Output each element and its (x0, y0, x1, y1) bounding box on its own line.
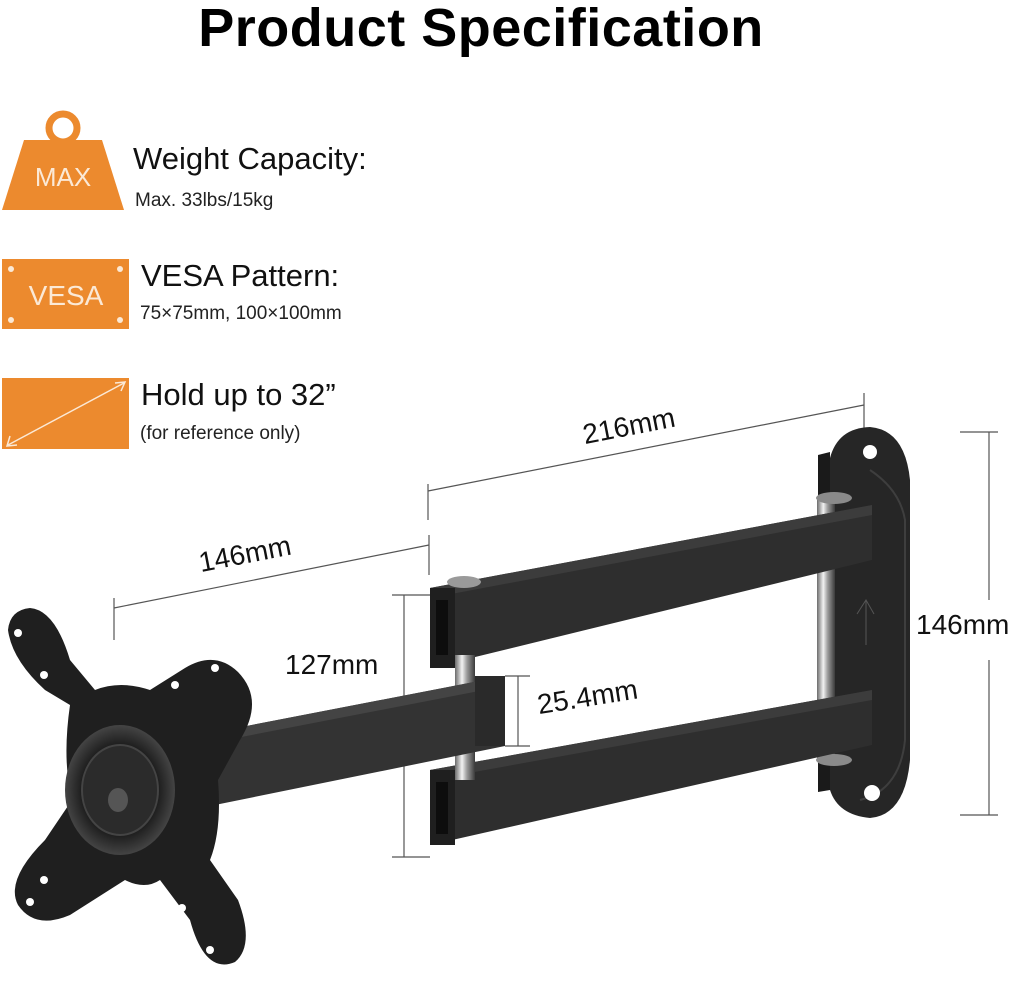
weight-capacity-heading: Weight Capacity: (133, 141, 367, 176)
screen-size-note: (for reference only) (140, 423, 301, 444)
wall-plate (818, 427, 910, 818)
spec-weight-capacity: MAX Weight Capacity: Max. 33lbs/15kg (0, 108, 420, 218)
dimension-arm-front-length: 146mm (196, 529, 294, 578)
vesa-pattern-value: 75×75mm, 100×100mm (140, 303, 342, 324)
upper-arm (430, 505, 872, 668)
dimension-arm-span-height: 127mm (285, 649, 379, 680)
dimension-arm-thickness: 25.4mm (535, 673, 640, 720)
screen-diagonal-icon (2, 378, 129, 449)
spec-vesa-pattern: VESA VESA Pattern: 75×75mm, 100×100mm (0, 258, 420, 338)
vesa-plate-icon: VESA (2, 259, 129, 329)
spec-screen-size: Hold up to 32” (for reference only) (0, 378, 420, 458)
screen-size-heading: Hold up to 32” (141, 377, 336, 412)
dimension-wall-plate-height: 146mm (916, 609, 1010, 640)
page-title: Product Specification (198, 0, 764, 58)
vesa-pattern-heading: VESA Pattern: (141, 258, 340, 293)
weight-icon-label: MAX (35, 162, 91, 192)
dimension-lines (113, 393, 998, 858)
lower-arm (430, 690, 872, 845)
vesa-head-plate (8, 608, 253, 965)
front-arm (200, 676, 505, 808)
weight-max-icon: MAX (2, 110, 124, 210)
weight-capacity-value: Max. 33lbs/15kg (135, 190, 274, 211)
dimension-arm-total-length: 216mm (580, 401, 678, 450)
vesa-icon-label: VESA (29, 280, 104, 311)
